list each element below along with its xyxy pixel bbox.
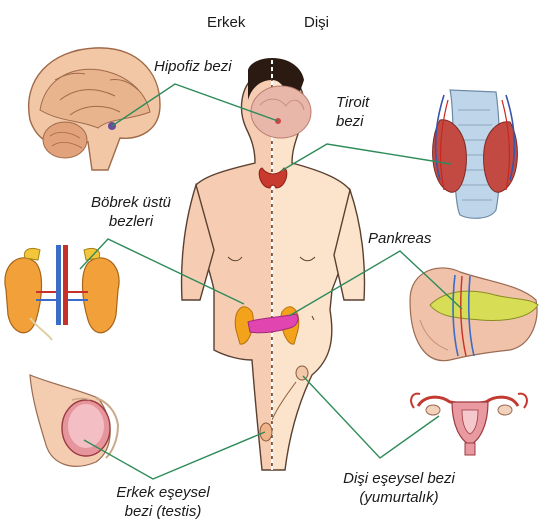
label-pituitary: Hipofiz bezi (154, 58, 232, 75)
line-adrenal (79, 238, 245, 305)
callout-lines (79, 83, 463, 480)
kidney-illustration (4, 245, 120, 341)
line-pancreas (288, 250, 463, 317)
label-thyroid: Tiroit bezi (336, 93, 369, 131)
header-female: Dişi (304, 14, 329, 31)
label-thyroid-line1: Tiroit (336, 94, 370, 111)
header-male: Erkek (207, 14, 246, 31)
label-testis: Erkek eşeysel bezi (testis) (100, 483, 226, 521)
label-testis-line2: bezi (testis) (124, 503, 202, 520)
label-pancreas: Pankreas (368, 230, 432, 247)
label-ovary: Dişi eşeysel bezi (yumurtalık) (326, 469, 472, 507)
label-adrenal: Böbrek üstü bezleri (76, 193, 186, 231)
line-testis (83, 431, 266, 480)
label-ovary-line2: (yumurtalık) (359, 489, 439, 506)
line-pituitary (111, 83, 279, 127)
ovary-on-body (271, 365, 309, 421)
pancreas-on-body (247, 313, 299, 334)
testis-on-body (259, 422, 273, 442)
label-testis-line1: Erkek eşeysel (116, 484, 210, 501)
label-ovary-line1: Dişi eşeysel bezi (343, 470, 455, 487)
male-body (180, 58, 273, 471)
brain-illustration (28, 47, 161, 171)
label-adrenal-line2: bezleri (108, 213, 154, 230)
head-brain (250, 85, 312, 139)
uterus-illustration (410, 392, 528, 456)
pancreas-illustration (409, 267, 539, 362)
thyroid-illustration (432, 89, 518, 219)
label-adrenal-line1: Böbrek üstü (90, 194, 172, 211)
thyroid-gland (258, 167, 288, 189)
label-thyroid-line2: bezi (336, 113, 364, 130)
testis-illustration (29, 374, 120, 467)
line-thyroid (280, 143, 452, 172)
line-ovary (302, 375, 440, 459)
